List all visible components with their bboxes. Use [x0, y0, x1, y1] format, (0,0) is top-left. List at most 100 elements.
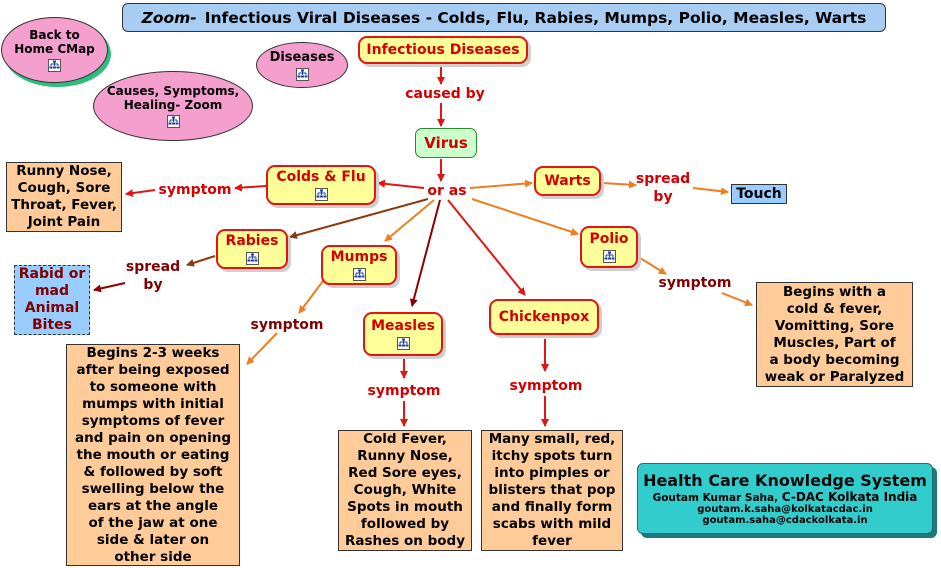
concept-colds-flu[interactable]: Colds & Flu [266, 165, 376, 205]
concept-measles-symptoms: Cold Fever, Runny Nose, Red Sore eyes, C… [338, 430, 472, 551]
link-label-symptom-chickenpox: symptom [509, 378, 583, 394]
link-label-caused-by: caused by [405, 86, 485, 102]
chickenpox-sym-line: fever [532, 533, 572, 549]
concept-virus-label: Virus [424, 134, 468, 152]
polio-sym-line: cold & fever, [786, 300, 883, 317]
mumps-sym-line: of the jaw at one [88, 514, 218, 531]
concept-map-icon[interactable] [245, 252, 259, 265]
link-warts-spreadby [601, 180, 637, 189]
link-oras-warts [469, 179, 533, 189]
link-spreadby-rabid [93, 282, 126, 293]
health-care-info-box: Health Care Knowledge System Goutam Kuma… [637, 463, 933, 534]
mumps-sym-line: and pain on opening [75, 429, 231, 446]
diseases-label: Diseases [269, 49, 335, 65]
polio-sym-line: Muscles, Part of [773, 334, 896, 351]
polio-sym-line: Vomitting, Sore [774, 317, 895, 334]
concept-mumps-label: Mumps [330, 249, 388, 265]
page-title: Zoom- Infectious Viral Diseases - Colds,… [122, 3, 886, 32]
polio-sym-line: Begins with a [782, 283, 887, 300]
diseases-button[interactable]: Diseases [256, 42, 348, 88]
measles-sym-line: followed by [360, 516, 450, 532]
mumps-sym-line: side & later on [96, 531, 210, 548]
link-symptom-runny [125, 189, 156, 198]
concept-chickenpox-symptoms: Many small, red, itchy spots turn into p… [481, 430, 623, 551]
concept-map-icon[interactable] [352, 268, 366, 281]
measles-sym-line: Cold Fever, [363, 431, 447, 447]
concept-map-icon[interactable] [396, 337, 410, 350]
measles-sym-line: Runny Nose, [357, 448, 453, 464]
mumps-sym-line: symptoms of fever [81, 412, 225, 429]
link-label-spread-by-rabies: spread by [120, 258, 186, 294]
title-text: Infectious Viral Diseases - Colds, Flu, … [204, 8, 867, 27]
measles-sym-line: Spots in mouth [347, 499, 463, 515]
concept-map-icon[interactable] [602, 250, 616, 263]
concept-rabies-label: Rabies [225, 233, 279, 249]
link-mumps-symptom [298, 280, 324, 314]
link-label-symptom-mumps: symptom [250, 317, 324, 333]
link-oras-polio [471, 198, 579, 236]
link-colds-symptom [234, 183, 267, 192]
author-org: C-DAC Kolkata India [781, 490, 918, 504]
concept-polio-label: Polio [589, 231, 629, 247]
chickenpox-sym-line: into pimples or [494, 465, 610, 481]
link-symptom-mumpssym [246, 332, 278, 365]
link-oras-mumps [384, 199, 435, 242]
runny-line: Throat, Fever, [11, 197, 117, 213]
info-title: Health Care Knowledge System [643, 471, 927, 490]
link-label-symptom-measles: symptom [367, 383, 441, 399]
mumps-sym-line: ears at the angle [87, 497, 218, 514]
by-word: by [143, 277, 163, 293]
mumps-sym-line: Begins 2-3 weeks [86, 344, 220, 361]
concept-runny-nose-symptoms: Runny Nose, Cough, Sore Throat, Fever, J… [6, 162, 122, 232]
back-home-cmap-button[interactable]: Back to Home CMap [1, 17, 108, 83]
rabid-line: Animal [24, 300, 80, 316]
info-author: Goutam Kumar Saha, C-DAC Kolkata India [653, 490, 918, 504]
spread-word: spread [635, 171, 691, 187]
link-oras-colds [377, 179, 425, 189]
mumps-sym-line: & followed by soft [83, 463, 223, 480]
concept-touch-label: Touch [736, 186, 782, 202]
concept-map-icon[interactable] [295, 67, 309, 81]
concept-polio-symptoms: Begins with a cold & fever, Vomitting, S… [756, 282, 913, 387]
concept-map-icon[interactable] [314, 188, 328, 201]
by-word: by [653, 189, 673, 205]
concept-virus: Virus [415, 128, 477, 158]
concept-chickenpox: Chickenpox [489, 299, 599, 335]
spread-word: spread [125, 259, 181, 275]
concept-touch: Touch [731, 184, 787, 204]
concept-measles[interactable]: Measles [363, 312, 443, 356]
link-rabies-spreadby [186, 255, 216, 267]
concept-rabies[interactable]: Rabies [216, 229, 288, 269]
concept-rabid-animal-bites: Rabid or mad Animal Bites [14, 265, 90, 335]
link-label-symptom-colds: symptom [158, 182, 232, 198]
chickenpox-sym-line: blisters that pop [488, 482, 616, 498]
info-email-1[interactable]: goutam.k.saha@kolkatacdac.in [697, 504, 873, 515]
info-email-2[interactable]: goutam.saha@cdackolkata.in [702, 515, 868, 526]
link-oras-chickenpox [447, 199, 526, 296]
concept-chickenpox-label: Chickenpox [498, 309, 590, 325]
mumps-sym-line: to someone with [89, 378, 217, 395]
chickenpox-sym-line: scabs with mild [492, 516, 612, 532]
mumps-sym-line: mumps with initial [82, 395, 224, 412]
measles-sym-line: Rashes on body [344, 533, 466, 549]
rabid-line: Bites [32, 317, 72, 333]
back-home-line2: Home CMap [14, 42, 95, 56]
link-spreadby-touch [692, 187, 729, 196]
link-label-symptom-polio: symptom [658, 275, 732, 291]
author-name: Goutam Kumar Saha, [652, 492, 779, 504]
concept-polio[interactable]: Polio [580, 226, 638, 268]
title-zoom: Zoom- [141, 8, 197, 27]
concept-mumps[interactable]: Mumps [321, 245, 397, 285]
mumps-sym-line: swelling below the [81, 480, 225, 497]
causes-line2: Healing- Zoom [123, 98, 223, 112]
polio-sym-line: a body becoming [769, 351, 900, 368]
mumps-sym-line: the mouth or eating [76, 446, 230, 463]
causes-symptoms-healing-zoom-button[interactable]: Causes, Symptoms, Healing- Zoom [93, 71, 253, 141]
concept-map-icon[interactable] [166, 115, 180, 128]
chickenpox-sym-line: and finally form [491, 499, 613, 515]
concept-map-icon[interactable] [48, 59, 61, 72]
measles-sym-line: Cough, White [353, 482, 457, 498]
measles-sym-line: Red Sore eyes, [348, 465, 462, 481]
causes-line1: Causes, Symptoms, [106, 84, 240, 98]
